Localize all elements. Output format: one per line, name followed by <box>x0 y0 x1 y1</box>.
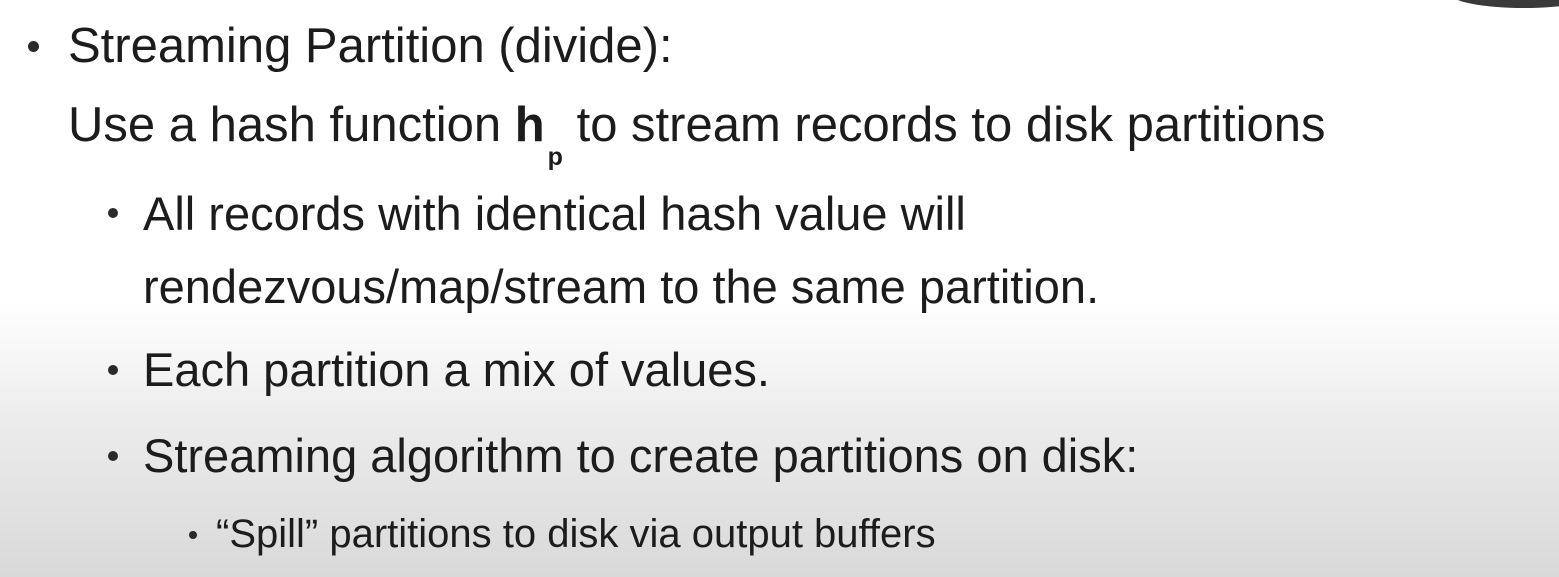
bullet-dot <box>108 365 118 375</box>
sub-bullet-identical-hash: All records with identical hash value wi… <box>143 187 966 240</box>
bullet-dot <box>108 451 118 461</box>
hash-function-suffix: to stream records to disk partitions <box>576 98 1326 152</box>
hash-symbol: h <box>514 98 545 152</box>
corner-shadow <box>1449 0 1559 8</box>
bullet-dot <box>108 208 118 218</box>
sub-bullet-partition-mix: Each partition a mix of values. <box>143 343 770 396</box>
bullet-hash-function-line: Use a hash function hp to stream records… <box>68 97 1326 171</box>
bullet-dot <box>28 41 39 52</box>
hash-function-prefix: Use a hash function <box>68 98 502 152</box>
sub-sub-bullet-spill: “Spill” partitions to disk via output bu… <box>216 512 936 556</box>
bullet-streaming-partition: Streaming Partition (divide): <box>68 19 673 73</box>
sub-bullet-identical-hash-cont: rendezvous/map/stream to the same partit… <box>143 260 1100 313</box>
sub-bullet-streaming-algorithm: Streaming algorithm to create partitions… <box>143 429 1139 482</box>
hash-subscript: p <box>547 143 563 171</box>
bullet-dot <box>189 531 197 539</box>
